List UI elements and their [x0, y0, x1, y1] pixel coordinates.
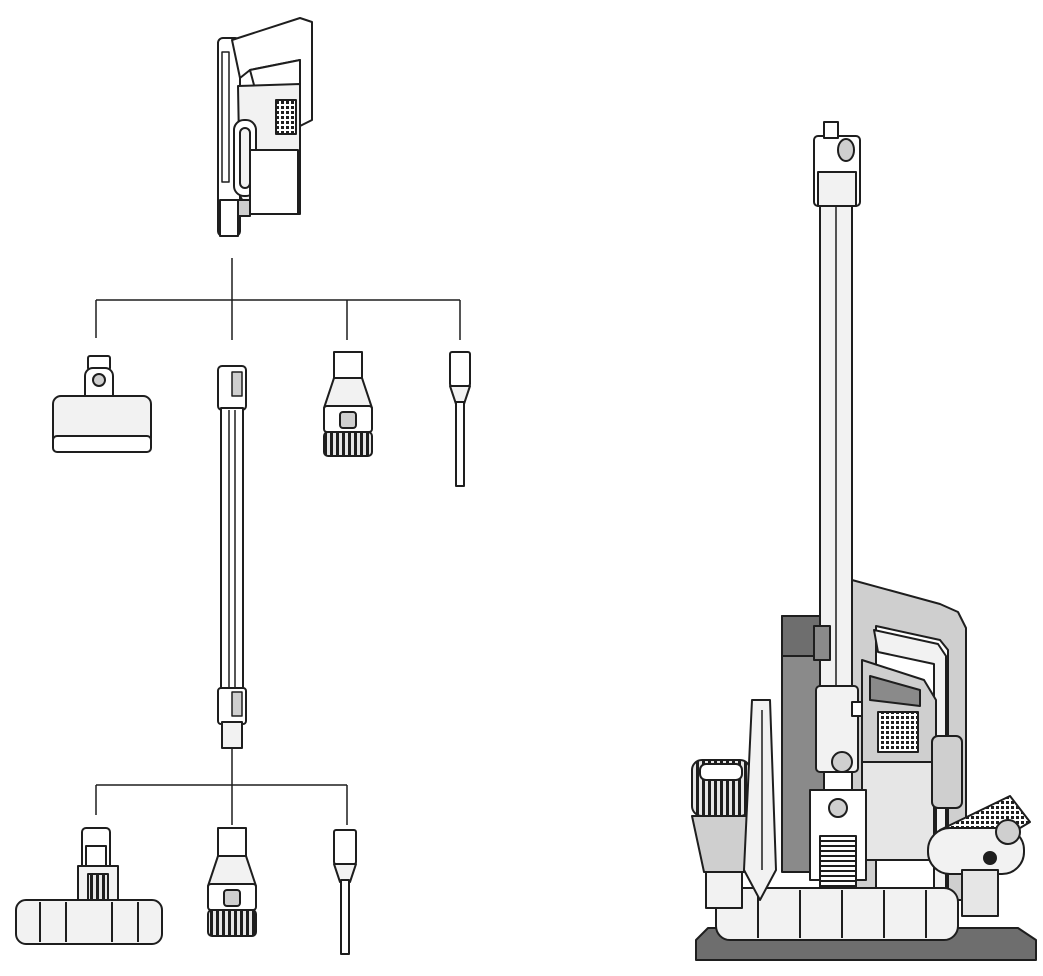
floor-head-icon — [15, 827, 163, 945]
mini-brush-icon — [52, 355, 152, 453]
crevice-tool-icon — [333, 829, 357, 955]
handheld-vacuum-icon — [217, 17, 313, 237]
crevice-tool-icon — [449, 351, 471, 487]
round-brush-icon — [323, 351, 373, 457]
round-brush-icon — [207, 827, 257, 937]
docked-vacuum-icon — [691, 121, 1037, 961]
connector-lines — [95, 258, 461, 825]
tube-icon — [217, 365, 247, 749]
